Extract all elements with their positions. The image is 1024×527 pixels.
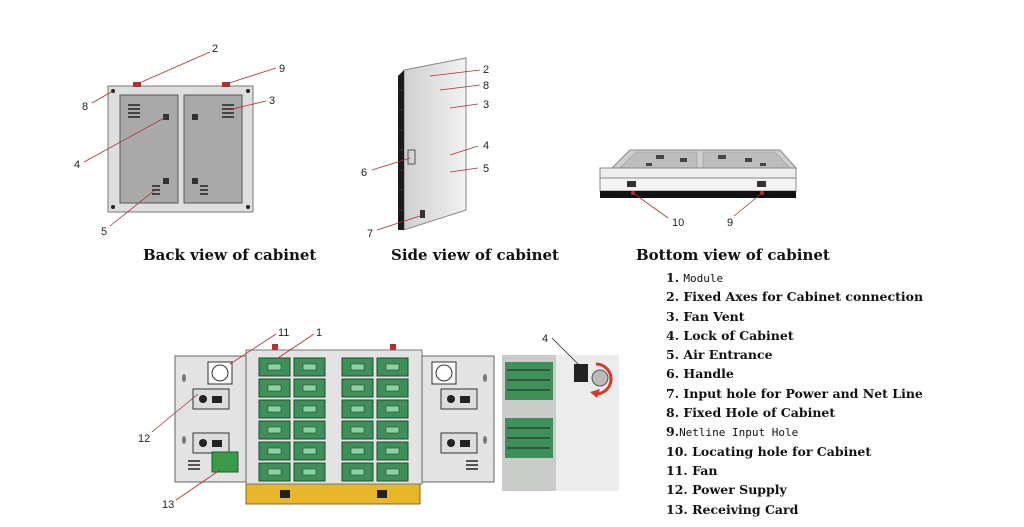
bottom-callout-9: 9 [727,217,733,229]
legend-item-8: 8. Fixed Hole of Cabinet [666,405,836,421]
legend-item-5: 5. Air Entrance [666,347,773,363]
open-callout-13: 13 [162,499,174,511]
side-callout-4: 4 [483,140,489,152]
side-view-cabinet: 2 8 3 4 5 6 7 [361,57,489,240]
back-view-cabinet: 2 9 8 3 4 5 [74,43,285,238]
legend-item-9: 9.Netline Input Hole [666,424,799,440]
side-callout-7: 7 [367,228,373,240]
bottom-callout-10: 10 [672,217,684,229]
caption-bottom-view: Bottom view of cabinet [636,246,830,264]
legend-item-7: 7. Input hole for Power and Net Line [666,385,923,401]
caption-side-view: Side view of cabinet [391,246,559,264]
back-callout-5: 5 [101,226,107,238]
legend-item-10: 10. Locating hole for Cabinet [666,443,872,459]
caption-back-view: Back view of cabinet [143,246,317,264]
legend-item-6: 6. Handle [666,366,734,382]
back-callout-3: 3 [269,95,275,107]
legend-item-3: 3. Fan Vent [666,308,745,324]
side-callout-8: 8 [483,80,489,92]
side-callout-5: 5 [483,163,489,175]
bottom-view-cabinet: 10 9 [599,149,798,229]
side-callout-2: 2 [483,64,489,76]
module-grid [258,357,409,482]
legend-item-11: 11. Fan [666,462,718,478]
back-callout-4: 4 [74,159,80,171]
photo-callout-4: 4 [542,333,548,345]
legend-item-12: 12. Power Supply [666,482,787,498]
back-panel-left [119,94,179,204]
lock-detail-photo: 4 [502,333,619,491]
back-callout-8: 8 [82,101,88,113]
back-panel-right [183,94,243,204]
open-cabinet-view: 11 1 12 13 [138,327,495,511]
side-callout-6: 6 [361,167,367,179]
legend-item-13: 13. Receiving Card [666,501,799,517]
legend-list: 1. Module 2. Fixed Axes for Cabinet conn… [666,268,923,519]
open-callout-12: 12 [138,433,150,445]
legend-item-2: 2. Fixed Axes for Cabinet connection [666,289,924,305]
back-callout-2: 2 [212,43,218,55]
side-callout-3: 3 [483,99,489,111]
legend-item-1: 1. Module [666,270,724,285]
open-callout-1: 1 [316,327,322,339]
legend-item-4: 4. Lock of Cabinet [666,327,794,343]
open-callout-11: 11 [278,327,289,339]
back-callout-9: 9 [279,63,285,75]
